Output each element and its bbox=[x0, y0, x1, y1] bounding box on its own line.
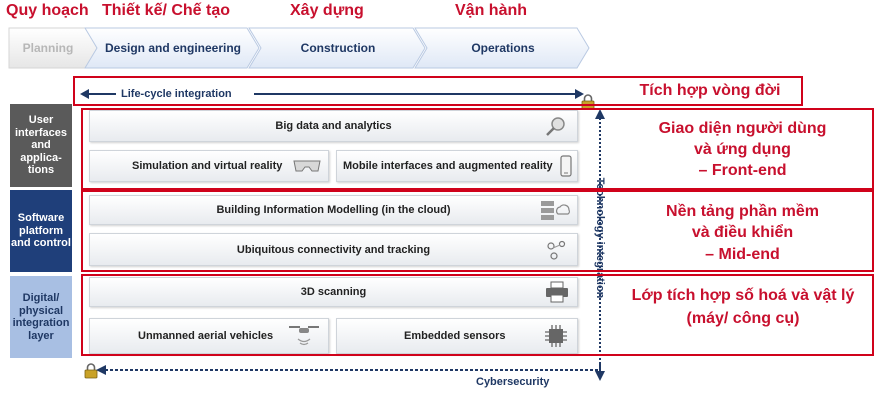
layer-label-digital-physical: Digital/ physical integration layer bbox=[10, 276, 72, 358]
phase-vi-construction: Xây dựng bbox=[290, 2, 364, 19]
front-end-box bbox=[81, 108, 874, 190]
chevron-shape bbox=[248, 27, 426, 69]
bar-embedded-sensors: Embedded sensors bbox=[336, 318, 578, 354]
phone-icon bbox=[560, 155, 572, 177]
phase-vi-planning: Quy hoạch bbox=[6, 2, 89, 19]
technology-integration-arrow bbox=[595, 109, 605, 381]
bar-label: Embedded sensors bbox=[404, 330, 506, 342]
magnifier-icon bbox=[546, 117, 565, 136]
lifecycle-label: Life-cycle integration bbox=[121, 88, 232, 100]
lifecycle-arrow bbox=[80, 89, 584, 99]
bar-uav: Unmanned aerial vehicles bbox=[89, 318, 329, 354]
mid-end-vi-line1: Nền tảng phần mềm bbox=[666, 203, 819, 220]
phase-vi-design: Thiết kế/ Chế tạo bbox=[102, 2, 231, 19]
front-end-vi-line2: và ứng dụng bbox=[694, 141, 791, 158]
phase-label: Operations bbox=[471, 41, 535, 55]
bar-label: Ubiquitous connectivity and tracking bbox=[236, 243, 431, 256]
tracking-icon bbox=[547, 240, 566, 260]
server-cloud-icon bbox=[541, 201, 570, 220]
bar-simulation-vr: Simulation and virtual reality bbox=[89, 150, 329, 182]
cybersecurity-label: Cybersecurity bbox=[476, 376, 550, 388]
phase-construction: Construction bbox=[248, 27, 426, 69]
front-end-vi-line3: – Front-end bbox=[698, 162, 787, 179]
bar-bim-cloud: Building Information Modelling (in the c… bbox=[89, 195, 578, 225]
vr-headset-icon bbox=[293, 160, 321, 172]
chip-icon bbox=[545, 325, 567, 347]
bar-label: Mobile interfaces and augmented reality bbox=[343, 160, 553, 172]
phase-operations: Operations bbox=[414, 27, 590, 69]
physical-layer-box bbox=[81, 274, 874, 356]
cybersecurity-arrow bbox=[96, 362, 601, 375]
drone-icon bbox=[289, 326, 319, 346]
phase-design: Design and engineering bbox=[84, 27, 260, 69]
bar-3d-scanning: 3D scanning bbox=[89, 277, 578, 307]
front-end-vi-line1: Giao diện người dùng bbox=[658, 120, 827, 137]
bar-label: 3D scanning bbox=[300, 286, 367, 298]
phase-label: Planning bbox=[22, 41, 74, 55]
bar-connectivity-tracking: Ubiquitous connectivity and tracking bbox=[89, 233, 578, 266]
bar-label: Big data and analytics bbox=[275, 120, 392, 132]
phase-vi-operations: Vận hành bbox=[455, 2, 528, 19]
bar-label: Simulation and virtual reality bbox=[132, 160, 283, 172]
physical-vi-line1: Lớp tích hợp số hoá và vật lý bbox=[631, 287, 855, 304]
phase-label: Design and engineering bbox=[104, 41, 242, 55]
mid-end-vi-line2: và điều khiển bbox=[691, 224, 794, 241]
phase-label: Construction bbox=[300, 41, 376, 55]
chevron-shape bbox=[84, 27, 260, 69]
bar-label: Building Information Modelling (in the c… bbox=[216, 204, 451, 216]
lock-icon bbox=[84, 363, 98, 379]
lifecycle-box bbox=[73, 76, 803, 106]
physical-vi-line2: (máy/ công cụ) bbox=[686, 310, 800, 327]
printer-icon bbox=[546, 281, 568, 303]
mid-end-vi-line3: – Mid-end bbox=[705, 246, 780, 263]
layer-label-user-interfaces: User interfaces and applica-tions bbox=[10, 104, 72, 187]
bar-big-data: Big data and analytics bbox=[89, 110, 578, 142]
bar-mobile-ar: Mobile interfaces and augmented reality bbox=[336, 150, 578, 182]
mid-end-box bbox=[81, 190, 874, 272]
lifecycle-vi-label: Tích hợp vòng đời bbox=[639, 82, 781, 99]
chevron-shape bbox=[414, 27, 590, 69]
bar-label: Unmanned aerial vehicles bbox=[138, 330, 274, 342]
layer-label-software-platform: Software platform and control bbox=[10, 190, 72, 272]
